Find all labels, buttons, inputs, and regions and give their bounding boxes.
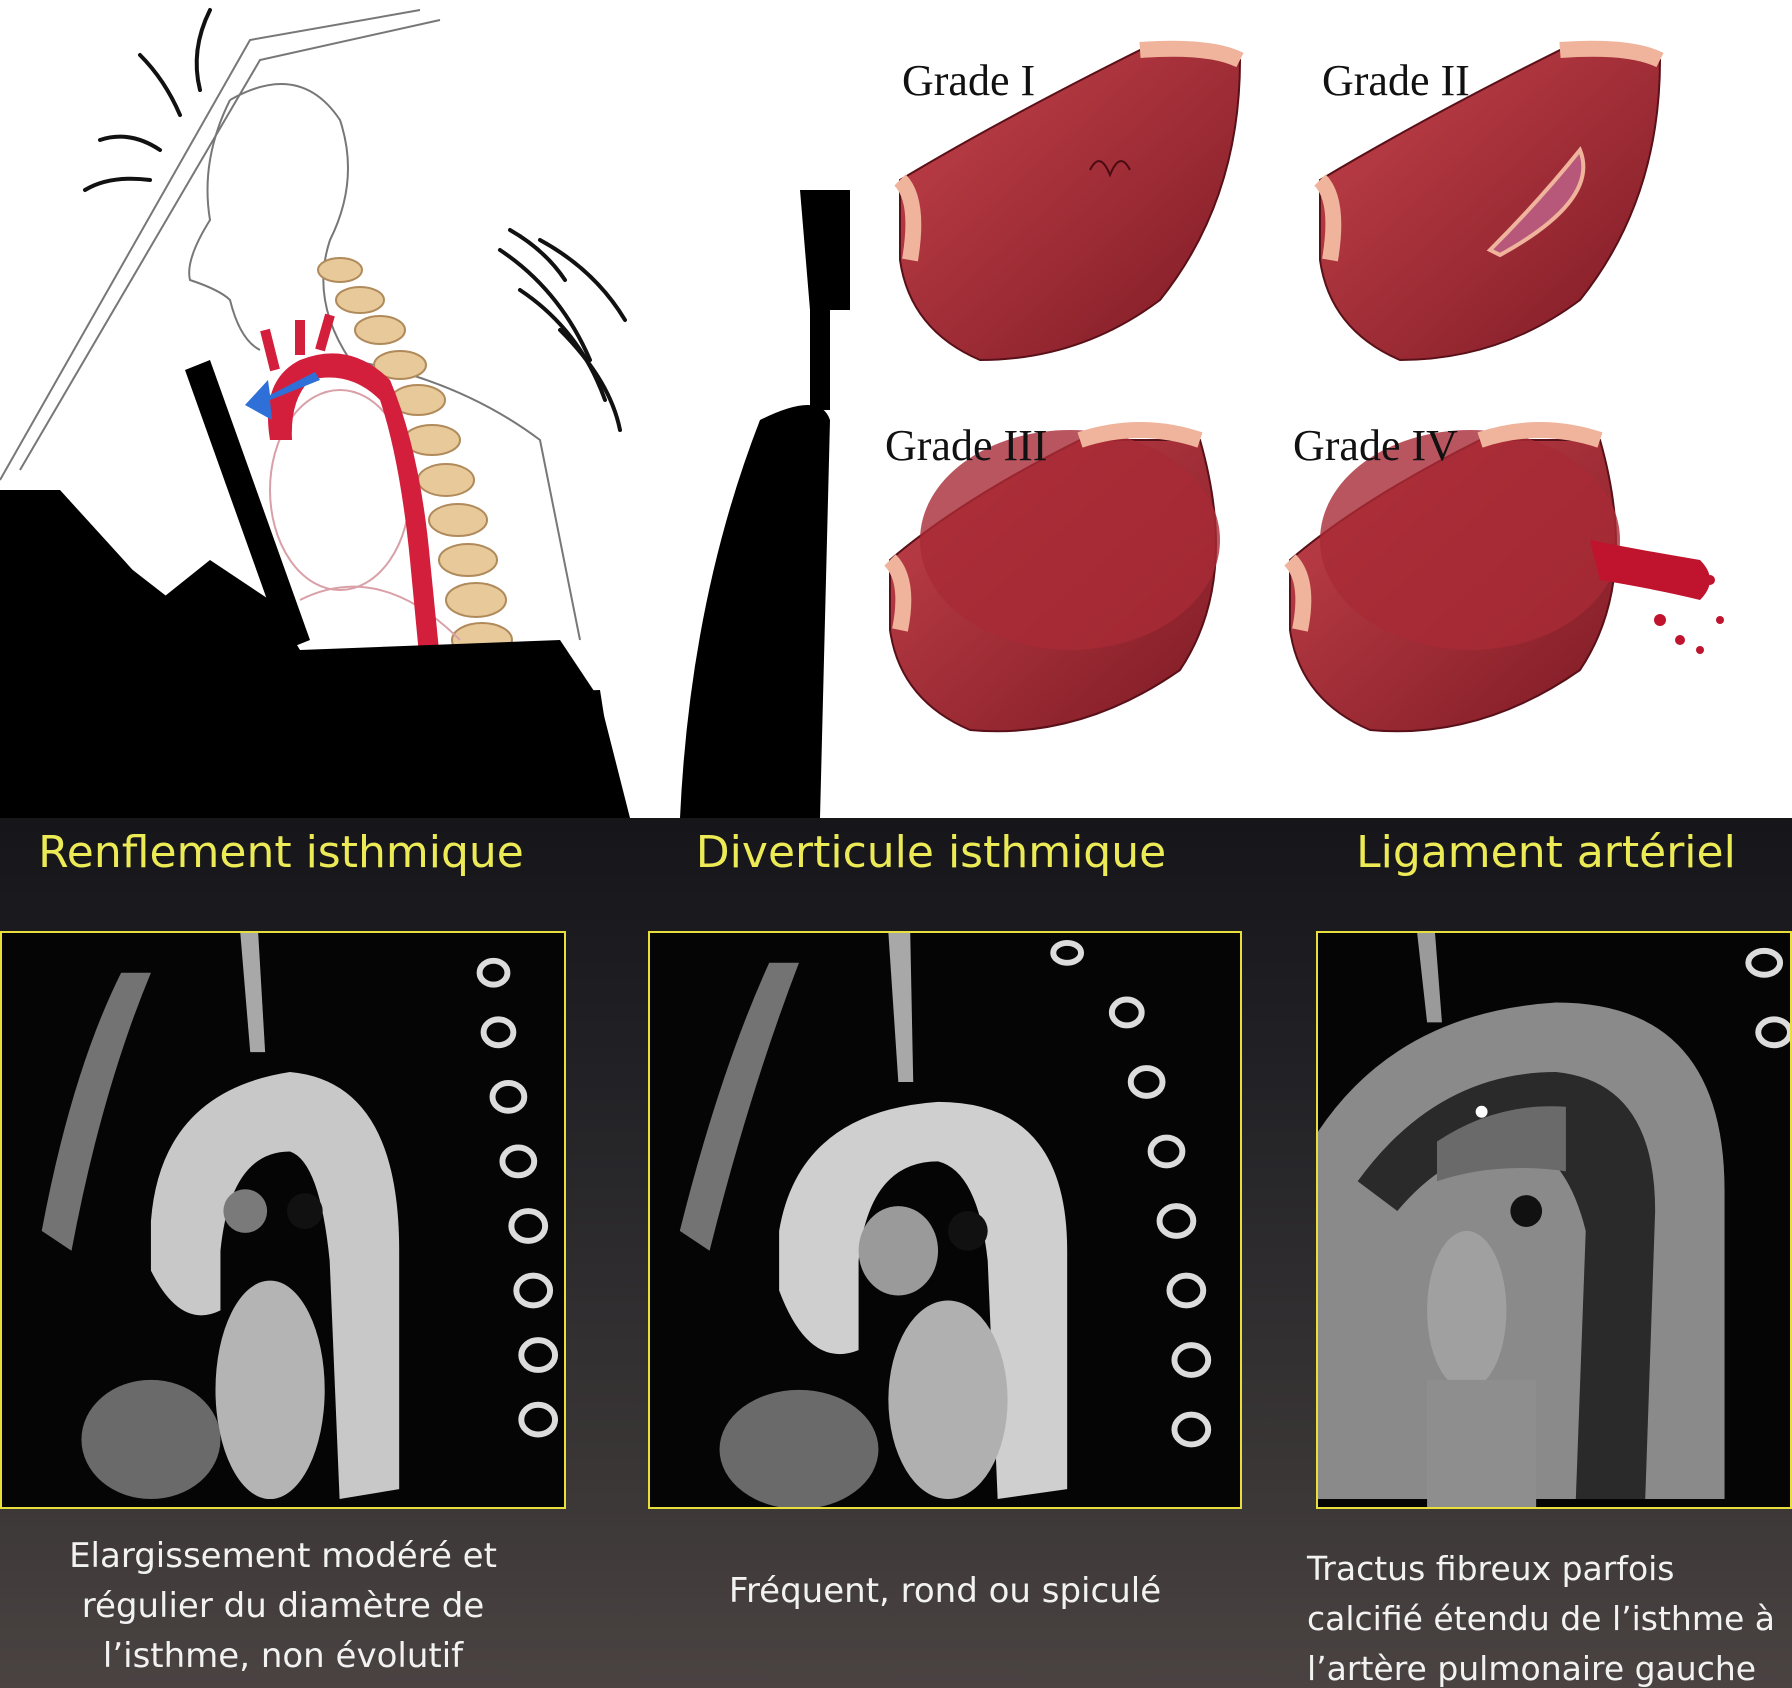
grade-2-vessel [1313, 40, 1664, 362]
rupture-blood [1590, 540, 1710, 600]
ct-image-diverticule [648, 931, 1242, 1509]
ct-image-ligament [1316, 931, 1792, 1509]
caption-line: Fréquent, rond ou spiculé [728, 1571, 1162, 1611]
section-title-renflement: Renflement isthmique [38, 827, 524, 878]
top-illustration: Grade I Grade II Grade III Grade IV [0, 0, 1792, 818]
grade-1-label: Grade I [902, 56, 1036, 105]
car-seat [680, 190, 850, 818]
ct-image-renflement [0, 931, 566, 1509]
grade-4-label: Grade IV [1293, 421, 1458, 470]
section-title-diverticule: Diverticule isthmique [695, 827, 1167, 878]
grade-3-vessel [883, 422, 1220, 733]
caption-renflement: Elargissement modéré et régulier du diam… [0, 1531, 566, 1681]
grade-4-vessel [1283, 422, 1724, 733]
grade-2-label: Grade II [1322, 56, 1470, 105]
caption-line: calcifié étendu de l’isthme à [1307, 1599, 1776, 1638]
grade-illustrations [883, 40, 1724, 733]
motion-lines [83, 8, 627, 432]
caption-line: régulier du diamètre de [81, 1586, 485, 1626]
section-title-ligament: Ligament artériel [1356, 827, 1736, 878]
caption-ligament: Tractus fibreux parfois calcifié étendu … [1307, 1544, 1787, 1688]
caption-line: Elargissement modéré et [69, 1536, 497, 1576]
caption-diverticule: Fréquent, rond ou spiculé [648, 1566, 1242, 1616]
grade-1-vessel [893, 40, 1244, 362]
aorta [268, 353, 440, 665]
steering-wheel [185, 360, 310, 650]
caption-line: l’isthme, non évolutif [102, 1636, 464, 1676]
ct-section: Renflement isthmique Diverticule isthmiq… [0, 818, 1792, 1688]
caption-line: l’artère pulmonaire gauche [1307, 1649, 1757, 1688]
crash-illustration [0, 8, 850, 818]
grade-3-label: Grade III [885, 421, 1048, 470]
impact-arrow [245, 372, 320, 420]
caption-line: Tractus fibreux parfois [1307, 1549, 1675, 1588]
